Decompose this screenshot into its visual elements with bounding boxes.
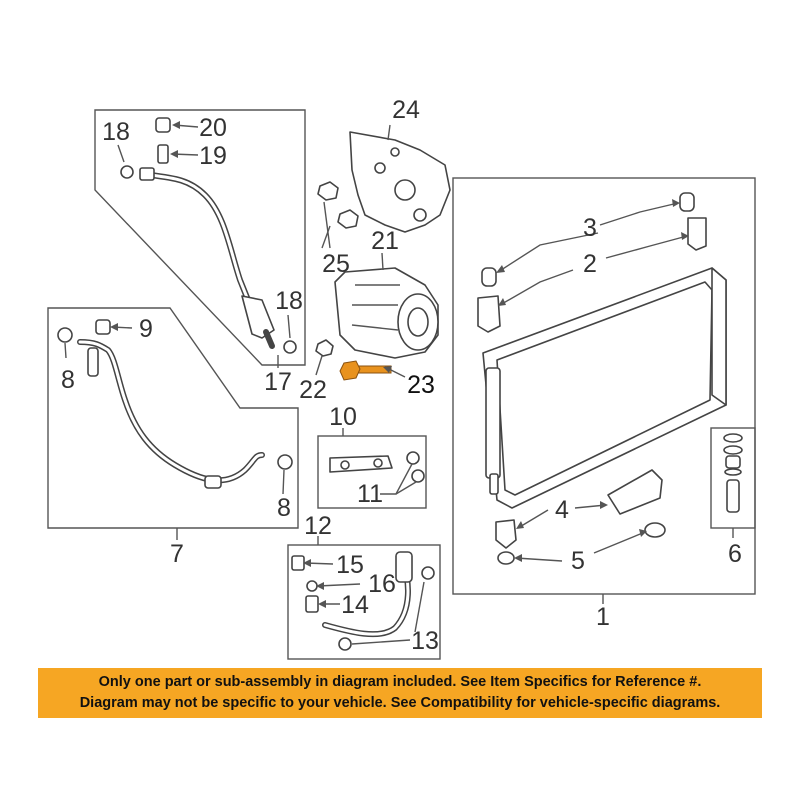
- callout-18b: 18: [275, 287, 303, 315]
- bracket-4a: [607, 469, 663, 515]
- callout-1: 1: [596, 603, 610, 631]
- bracket-2b: [477, 295, 501, 333]
- callout-12: 12: [304, 512, 332, 540]
- callout-24: 24: [392, 96, 420, 124]
- group-10-frame: [317, 435, 427, 509]
- group-1-frame: [452, 177, 756, 595]
- o-ring-18b: [283, 340, 297, 354]
- callout-8a: 8: [61, 366, 75, 394]
- callout-16: 16: [368, 570, 396, 598]
- hose-17: [139, 167, 275, 349]
- callout-21: 21: [371, 227, 399, 255]
- bracket-24: [349, 131, 451, 233]
- callout-6: 6: [728, 540, 742, 568]
- o-ring-18a: [120, 165, 134, 179]
- hose-assembly-10: [329, 455, 393, 473]
- disclaimer-line-1: Only one part or sub-assembly in diagram…: [98, 674, 702, 690]
- bolts-25: [317, 181, 359, 229]
- hose-7: [77, 339, 265, 489]
- callout-23: 23: [407, 371, 435, 399]
- callout-2: 2: [583, 250, 597, 278]
- disclaimer-line-2: Diagram may not be specific to your vehi…: [79, 695, 721, 711]
- bracket-4b: [495, 519, 517, 549]
- callout-15: 15: [336, 551, 364, 579]
- bracket-2a: [687, 217, 707, 251]
- callout-5: 5: [571, 547, 585, 575]
- cap-13a: [421, 566, 435, 580]
- hose-assembly-12: [322, 551, 413, 638]
- disclaimer-banner: Only one part or sub-assembly in diagram…: [38, 668, 762, 718]
- group-7-frame: [47, 307, 299, 529]
- callout-8b: 8: [277, 494, 291, 522]
- bolt-22: [315, 339, 334, 357]
- o-ring-11a: [406, 451, 420, 465]
- o-ring-16: [306, 580, 318, 592]
- insulator-5b: [497, 551, 515, 565]
- group-12-frame: [287, 544, 441, 660]
- callout-22: 22: [299, 376, 327, 404]
- arrowheads: [110, 121, 689, 608]
- insulator-3b: [481, 267, 497, 287]
- drier-kit-6: [723, 433, 743, 513]
- callout-13: 13: [411, 627, 439, 655]
- callout-9: 9: [139, 315, 153, 343]
- callout-11: 11: [357, 480, 383, 508]
- cap-13b: [338, 637, 352, 651]
- o-ring-8b: [277, 454, 293, 470]
- insulator-3a: [679, 192, 695, 212]
- callout-7: 7: [170, 540, 184, 568]
- condenser-1: [482, 267, 727, 509]
- callout-25: 25: [322, 250, 350, 278]
- group-6-frame: [710, 427, 756, 529]
- cap-9: [95, 319, 111, 335]
- callout-4: 4: [555, 496, 569, 524]
- valve-14: [305, 595, 319, 613]
- callout-20: 20: [199, 114, 227, 142]
- callout-10: 10: [329, 403, 357, 431]
- o-ring-11b: [411, 469, 425, 483]
- callout-19: 19: [199, 142, 227, 170]
- o-ring-8a: [57, 327, 73, 343]
- callout-18a: 18: [102, 118, 130, 146]
- cap-20: [155, 117, 171, 133]
- insulator-5a: [644, 522, 666, 538]
- callout-14: 14: [341, 591, 369, 619]
- callout-17: 17: [264, 368, 292, 396]
- callout-3: 3: [583, 214, 597, 242]
- bolt-23: [339, 360, 392, 381]
- compressor-21: [334, 267, 439, 359]
- valve-15: [291, 555, 305, 571]
- valve-19: [157, 144, 169, 164]
- group-17-frame: [94, 109, 306, 366]
